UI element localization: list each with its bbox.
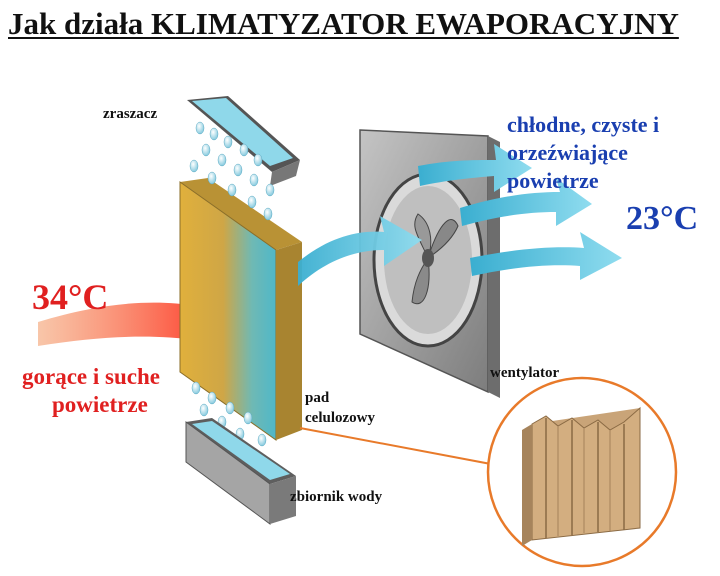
hot-air-label-line1: gorące i suche (22, 364, 160, 389)
cool-arrow-into-fan (298, 216, 422, 286)
cold-air-label-line3: powietrze (507, 168, 599, 193)
cool-arrow-lower (470, 232, 622, 280)
cold-air-label-line1: chłodne, czyste i (507, 112, 660, 137)
sprayer-label: zraszacz (103, 106, 158, 122)
fan-label: wentylator (490, 365, 560, 381)
cold-air-label-line2: orzeźwiające (507, 140, 628, 165)
cool-arrow-middle (460, 178, 592, 226)
water-tank (185, 418, 296, 525)
pad-label-line1: pad (305, 390, 330, 406)
sprayer (187, 96, 300, 186)
water-droplets-upper (189, 121, 275, 221)
cold-air-temperature: 23°C (626, 200, 699, 237)
cool-arrow-upper (418, 144, 532, 192)
cellulose-pad (179, 178, 302, 441)
hot-air-label-line2: powietrze (52, 392, 148, 417)
pad-closeup (522, 406, 641, 546)
water-tank-label: zbiornik wody (290, 489, 383, 505)
fan-unit (359, 129, 500, 398)
page-title: Jak działa KLIMATYZATOR EWAPORACYJNY (8, 6, 679, 41)
pad-label-line2: celulozowy (305, 410, 375, 426)
hot-air-temperature: 34°C (32, 277, 109, 317)
